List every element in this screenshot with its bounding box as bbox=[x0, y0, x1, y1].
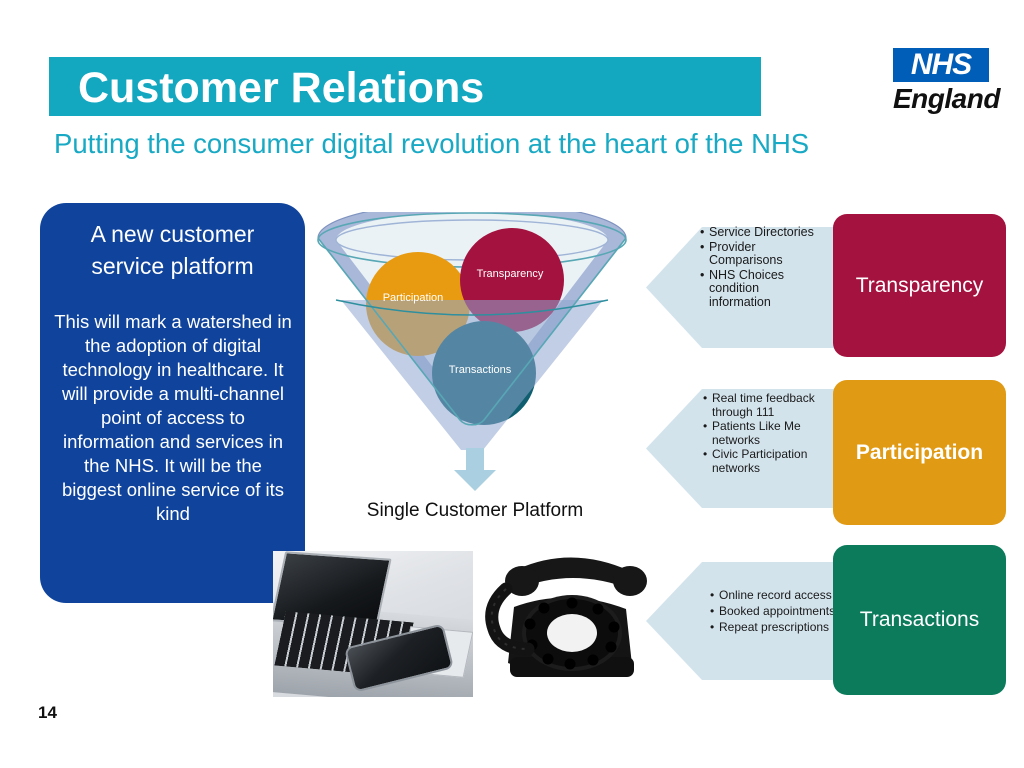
laptop-and-smartphone-photo bbox=[273, 551, 473, 697]
bullet-list-participation: Real time feedback through 111 Patients … bbox=[703, 391, 833, 476]
list-item: Online record access bbox=[710, 588, 850, 603]
new-customer-service-platform-panel: A new customer service platform This wil… bbox=[40, 203, 305, 603]
category-box-transactions: Transactions bbox=[833, 545, 1006, 695]
page-subtitle: Putting the consumer digital revolution … bbox=[54, 128, 810, 159]
bullet-list-transactions: Online record access Booked appointments… bbox=[710, 588, 850, 636]
down-arrow-icon bbox=[452, 448, 498, 492]
nhs-logo-mark: NHS bbox=[910, 48, 972, 81]
nhs-england-logo: NHS England bbox=[893, 48, 1000, 120]
single-customer-platform-caption: Single Customer Platform bbox=[366, 500, 584, 521]
panel-body-text: This will mark a watershed in the adopti… bbox=[54, 311, 292, 524]
page-number: 14 bbox=[38, 703, 57, 722]
list-item: Repeat prescriptions bbox=[710, 620, 850, 635]
list-item: Service Directories bbox=[700, 225, 820, 240]
category-box-transparency: Transparency bbox=[833, 214, 1006, 357]
list-item: Patients Like Me networks bbox=[703, 419, 833, 447]
nhs-logo-name: England bbox=[893, 83, 1000, 114]
title-banner bbox=[49, 57, 761, 116]
list-item: Booked appointments bbox=[710, 604, 850, 619]
list-item: Provider Comparisons bbox=[700, 240, 820, 268]
nhs-logo-box bbox=[893, 48, 989, 82]
rotary-telephone-photo bbox=[480, 537, 656, 700]
category-box-participation: Participation bbox=[833, 380, 1006, 525]
list-item: Civic Participation networks bbox=[703, 447, 833, 475]
page-title: Customer Relations bbox=[78, 64, 485, 112]
list-item: NHS Choices condition information bbox=[700, 268, 820, 310]
funnel-diagram bbox=[312, 212, 632, 462]
bullet-list-transparency: Service Directories Provider Comparisons… bbox=[700, 225, 820, 310]
list-item: Real time feedback through 111 bbox=[703, 391, 833, 419]
panel-heading: A new customer service platform bbox=[90, 221, 255, 279]
